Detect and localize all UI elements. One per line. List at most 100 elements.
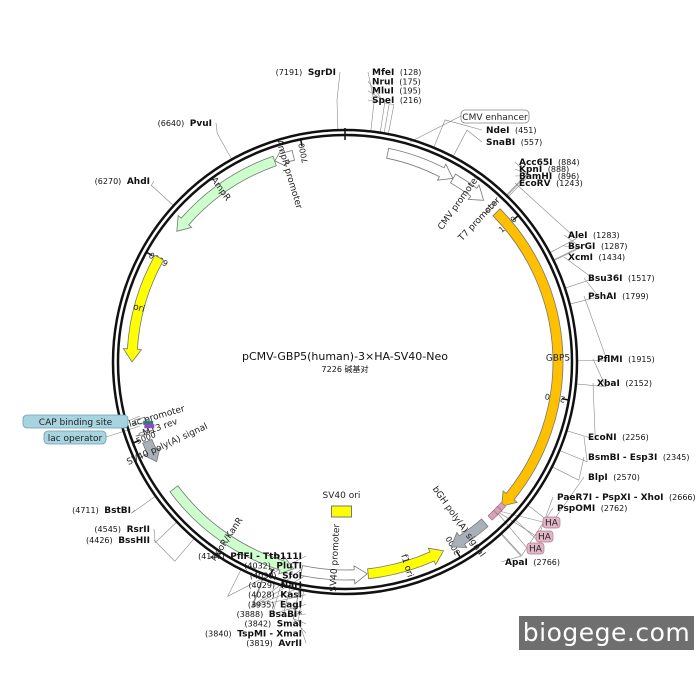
- site-name: BsrGI: [568, 242, 595, 252]
- feature-ampr: [176, 155, 277, 232]
- restriction-site-label: PflMI (1915): [597, 355, 655, 365]
- site-name: EcoRV: [519, 179, 551, 189]
- restriction-site-label: (3935) EagI: [248, 600, 302, 610]
- site-position: (3888): [237, 610, 266, 619]
- site-leader-line: [553, 245, 582, 261]
- site-leader-line: [553, 234, 581, 261]
- small-features: SV40 ori: [143, 420, 361, 518]
- restriction-site-label: BsmBI - Esp3I (2345): [588, 453, 690, 463]
- site-name: TspMI - XmaI: [237, 629, 302, 639]
- boxed-label-text-cmv-enhancer: CMV enhancer: [462, 113, 528, 123]
- restriction-site-label: (4426) BssHII: [86, 536, 150, 546]
- feature-ampr-promoter: [274, 148, 295, 168]
- site-position: (7191): [276, 68, 305, 77]
- restriction-site-label: (4147) PflFI - Tth111I: [198, 552, 302, 562]
- boxed-label-cmv-enhancer: [460, 109, 530, 124]
- site-position: (2570): [611, 473, 640, 482]
- restriction-site-label: MfeI (128): [372, 68, 421, 78]
- restriction-site-label: EcoRV (1243): [519, 179, 583, 189]
- feature-arrows: [122, 147, 564, 585]
- ha-tag: [542, 516, 561, 529]
- site-position: (3819): [246, 639, 275, 648]
- site-leader-line: [569, 277, 600, 305]
- site-position: (4029): [248, 581, 277, 590]
- feature-ori: [122, 254, 165, 363]
- boxed-label-lac-operator: [43, 430, 107, 445]
- site-position: (4711): [72, 506, 101, 515]
- feature-label-sv40-ori: SV40 ori: [323, 491, 361, 501]
- site-leader-line: [551, 456, 585, 481]
- site-name: SgrDI: [308, 68, 336, 78]
- site-position: (1915): [626, 355, 655, 364]
- site-name: NdeI: [486, 126, 509, 136]
- site-position: (1434): [596, 253, 625, 262]
- site-name: BsmBI - Esp3I: [588, 453, 657, 463]
- restriction-site-label: SnaBI (557): [486, 138, 542, 148]
- restriction-site-label: (3819) AvrII: [246, 639, 302, 649]
- feature-t7-promoter: [484, 200, 498, 214]
- ha-tag: [535, 530, 554, 543]
- restriction-site-label: NdeI (451): [486, 126, 537, 136]
- restriction-site-label: PshAI (1799): [588, 292, 649, 302]
- site-leader-line: [272, 584, 307, 615]
- site-leader-line: [501, 507, 554, 556]
- site-leader-line: [153, 538, 195, 562]
- site-leader-lines: [105, 71, 608, 644]
- site-position: (195): [397, 87, 421, 96]
- site-position: (6640): [158, 119, 187, 128]
- scale-tick: [269, 569, 274, 577]
- restriction-site-label: MluI (195): [372, 87, 421, 97]
- site-position: (884): [556, 158, 580, 167]
- restriction-site-label: AleI (1283): [568, 231, 620, 241]
- site-leader-line: [563, 256, 595, 289]
- scale-tick-label: 7000: [297, 142, 310, 164]
- restriction-site-label: (4545) RsrII: [94, 525, 150, 535]
- restriction-site-label: (3888) BsaBI*: [237, 610, 303, 620]
- site-name: PflFI - Tth111I: [230, 552, 302, 562]
- restriction-site-label: NruI (175): [372, 77, 421, 87]
- site-position: (4032): [244, 562, 273, 571]
- restriction-site-label: (6270) AhdI: [95, 177, 150, 187]
- restriction-site-label: (4028) KasI: [248, 591, 302, 601]
- site-position: (2345): [660, 453, 689, 462]
- site-name: SpeI: [372, 96, 394, 106]
- site-position: (2256): [620, 433, 649, 442]
- feature-lac-promoter: [131, 416, 150, 425]
- site-leader-line: [566, 382, 596, 440]
- site-position: (1799): [620, 292, 649, 301]
- site-position: (2666): [666, 493, 695, 502]
- restriction-site-label: (3842) SmaI: [245, 620, 302, 630]
- ha-tag-label: HA: [545, 519, 559, 529]
- restriction-site-label: (4030) SfoI: [250, 571, 302, 581]
- restriction-site-label: ApaI (2766): [505, 558, 560, 568]
- ha-tag-label: HA: [538, 533, 552, 543]
- feature-cmv-enhancer: [386, 147, 454, 181]
- site-name: PspOMI: [557, 504, 595, 514]
- restriction-site-label: EcoNI (2256): [588, 433, 649, 443]
- feature-gbp5: [492, 208, 564, 507]
- restriction-site-label: PspOMI (2762): [557, 504, 627, 514]
- site-position: (3935): [248, 600, 277, 609]
- site-leader-line: [292, 589, 307, 624]
- restriction-site-label: BlpI (2570): [588, 473, 640, 483]
- feature-sv40-promoter: [300, 565, 368, 585]
- ha-leader-line: [494, 509, 537, 537]
- restriction-site-label: PaeR7I - PspXI - XhoI (2666): [557, 493, 696, 503]
- feature-label-ori: ori: [132, 302, 146, 315]
- boxed-label-text-lac-operator: lac operator: [48, 434, 103, 444]
- site-name: ApaI: [505, 558, 528, 568]
- site-position: (4028): [248, 591, 277, 600]
- site-position: (888): [545, 165, 569, 174]
- restriction-site-label: XbaI (2152): [597, 379, 652, 389]
- site-position: (3842): [245, 620, 274, 629]
- site-position: (128): [397, 68, 421, 77]
- site-leader-line: [250, 565, 307, 608]
- site-name: MfeI: [372, 68, 394, 78]
- site-name: NarI: [281, 581, 302, 591]
- site-leader-line: [215, 122, 233, 160]
- box-leader-line: [409, 115, 462, 143]
- site-name: BlpI: [588, 473, 608, 483]
